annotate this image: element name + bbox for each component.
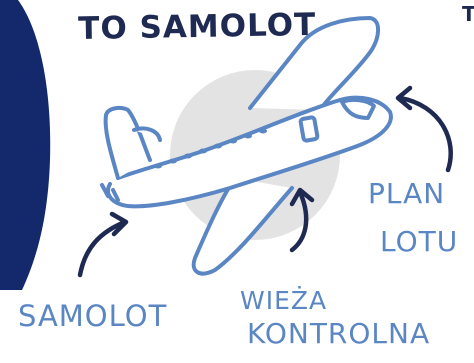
label-plan: PLAN xyxy=(368,180,445,208)
label-lotu: LOTU xyxy=(380,228,458,256)
label-samolot: SAMOLOT xyxy=(18,302,167,331)
label-wieza: WIEŻA xyxy=(240,288,327,313)
arrow-icon xyxy=(398,88,451,170)
arrow-icon xyxy=(80,214,126,275)
airplane-icon xyxy=(102,18,391,274)
dark-blue-shape xyxy=(0,0,50,290)
page-title: TO SAMOLOT xyxy=(78,10,316,45)
label-kontrolna: KONTROLNA xyxy=(247,320,430,348)
edge-text-fragment: T xyxy=(462,4,474,24)
